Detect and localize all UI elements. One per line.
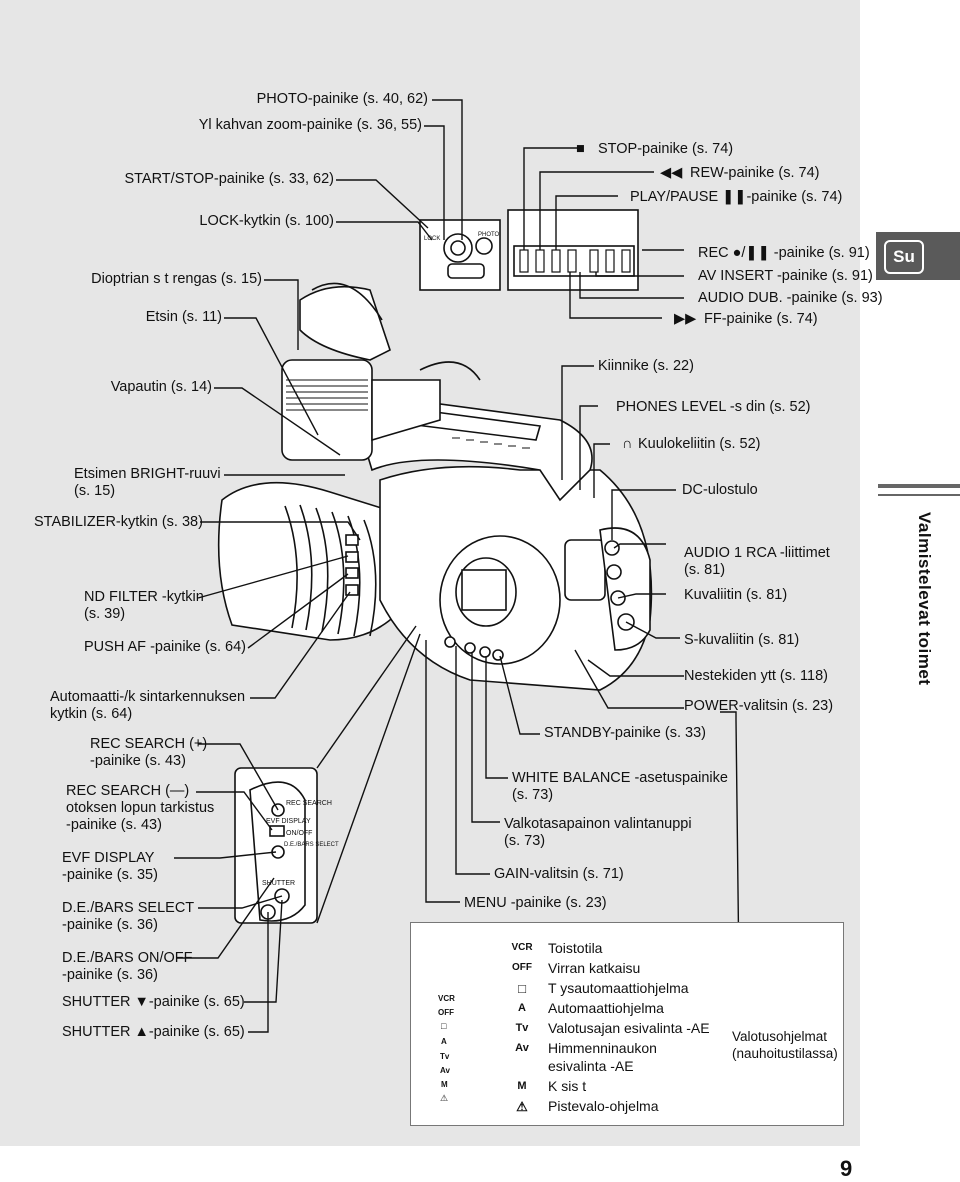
mode-label: Himmenninaukon [548, 1040, 657, 1056]
power-tag: POWER [482, 1024, 509, 1031]
callout-bright-page: (s. 15) [74, 483, 116, 499]
callout-rew-icon: ◀◀ [660, 165, 683, 181]
callout-de-bars-onoff-page: -painike (s. 36) [62, 967, 158, 983]
panel-label-on-off: ON/OFF [286, 830, 313, 837]
section-title: Valmistelevat toimet [915, 512, 934, 686]
callout-autofocus-page: kytkin (s. 64) [50, 706, 133, 722]
callout-standby: STANDBY-painike (s. 33) [544, 725, 706, 741]
callout-bright: Etsimen BRIGHT-ruuvi [74, 466, 221, 482]
callout-lock: LOCK-kytkin (s. 100) [199, 213, 334, 229]
mode-symbol: ⚠ [516, 1099, 528, 1114]
leader-lines [174, 99, 741, 1061]
callout-start-stop: START/STOP-painike (s. 33, 62) [124, 171, 334, 187]
callout-audio-rca-page: (s. 81) [684, 562, 726, 578]
headphone-icon: ∩ [622, 436, 633, 452]
dial-vcr: VCR [438, 994, 455, 1003]
panel-label-photo: PHOTO [478, 232, 500, 238]
callout-photo: PHOTO-painike (s. 40, 62) [256, 91, 428, 107]
callout-nd-filter-page: (s. 39) [84, 606, 126, 622]
callout-dioptre: Dioptrian s t rengas (s. 15) [91, 271, 262, 287]
panel-label-evf-display: EVF DISPLAY [266, 818, 311, 825]
panel-label-shutter: SHUTTER [262, 880, 296, 887]
mode-label: esivalinta -AE [548, 1058, 634, 1074]
program-group-label: Valotusohjelmat (nauhoitustilassa) [732, 1028, 838, 1062]
panel-label-rec-search: REC SEARCH [286, 800, 332, 807]
callout-de-bars-onoff: D.E./BARS ON/OFF [62, 950, 193, 966]
callout-vapautin: Vapautin (s. 14) [110, 379, 212, 395]
mode-label: Automaattiohjelma [548, 1000, 664, 1016]
mode-symbol: Av [515, 1042, 529, 1054]
page-number: 9 [840, 1156, 853, 1181]
mode-symbol: OFF [512, 962, 532, 973]
callout-de-bars-select: D.E./BARS SELECT [62, 900, 195, 916]
callout-rec-search-minus: REC SEARCH (—) [66, 783, 190, 799]
callout-white-balance: WHITE BALANCE -asetuspainike [512, 770, 728, 786]
callout-rec-pause: REC ●/❚❚ -painike (s. 91) [698, 245, 870, 261]
callout-menu: MENU -painike (s. 23) [464, 895, 607, 911]
callout-push-af: PUSH AF -painike (s. 64) [84, 639, 246, 655]
mode-symbol: VCR [511, 942, 533, 953]
dial-tv: Tv [440, 1052, 450, 1061]
callout-stop-icon: ■ [576, 141, 585, 157]
callout-rec-search-plus-page: -painike (s. 43) [90, 753, 186, 769]
callout-phones-level: PHONES LEVEL -s din (s. 52) [616, 399, 811, 415]
side-rule [878, 494, 960, 496]
callout-evf-display: EVF DISPLAY [62, 850, 155, 866]
callout-stop: STOP-painike (s. 74) [598, 141, 734, 157]
callout-ff-icon: ▶▶ [674, 311, 697, 327]
callout-de-bars-select-page: -painike (s. 36) [62, 917, 158, 933]
side-rule [878, 484, 960, 488]
callout-shutter-up: SHUTTER ▲-painike (s. 65) [62, 1024, 245, 1040]
mode-label: Toistotila [548, 940, 603, 956]
dial-m: M [441, 1080, 448, 1089]
mode-symbol: □ [518, 981, 526, 996]
mode-label: Pistevalo-ohjelma [548, 1098, 659, 1114]
callout-rec-search-minus-page: -painike (s. 43) [66, 817, 162, 833]
callout-stabilizer: STABILIZER-kytkin (s. 38) [34, 514, 203, 530]
callout-rew: REW-painike (s. 74) [690, 165, 820, 181]
callout-etsin: Etsin (s. 11) [145, 309, 222, 325]
callout-audio-rca: AUDIO 1 RCA -liittimet [684, 545, 830, 561]
dial-av: Av [440, 1066, 450, 1075]
mode-label: T ysautomaattiohjelma [548, 980, 689, 996]
callout-kuulokeliitin: Kuulokeliitin (s. 52) [638, 436, 761, 452]
callout-autofocus: Automaatti-/k sintarkennuksen [50, 689, 246, 705]
callout-av-insert: AV INSERT -painike (s. 91) [698, 268, 873, 284]
callout-dc-ulostulo: DC-ulostulo [682, 482, 758, 498]
panel-label-lock: LOCK [424, 236, 441, 242]
program-group-title: Valotusohjelmat [732, 1029, 828, 1044]
program-group-subtitle: (nauhoitustilassa) [732, 1046, 838, 1061]
callout-kiinnike: Kiinnike (s. 22) [598, 358, 694, 374]
callout-s-kuvaliitin: S-kuvaliitin (s. 81) [684, 632, 800, 648]
mode-symbol: Tv [515, 1022, 529, 1034]
callout-kuvaliitin: Kuvaliitin (s. 81) [684, 587, 788, 603]
panel-label-de-bars: D.E./BARS SELECT [284, 842, 339, 848]
mode-label: Valotusajan esivalinta -AE [548, 1020, 710, 1036]
dial-full-auto: □ [441, 1021, 447, 1031]
dial-a: A [441, 1037, 447, 1046]
callout-gain: GAIN-valitsin (s. 71) [494, 866, 624, 882]
callout-ff: FF-painike (s. 74) [704, 311, 818, 327]
callout-white-balance-page: (s. 73) [512, 787, 554, 803]
callout-rec-search-minus-desc: otoksen lopun tarkistus [66, 800, 215, 816]
callout-valkotasapaino: Valkotasapainon valintanuppi [504, 816, 692, 832]
dial-off: OFF [438, 1008, 454, 1017]
callout-evf-display-page: -painike (s. 35) [62, 867, 158, 883]
dial-spotlight: ⚠ [440, 1093, 449, 1103]
language-badge: Su [884, 240, 924, 274]
mode-label: Virran katkaisu [548, 960, 641, 976]
mode-symbol: M [517, 1080, 527, 1092]
callout-zoom: Yl kahvan zoom-painike (s. 36, 55) [198, 117, 422, 133]
callout-rec-search-plus: REC SEARCH (+) [90, 736, 208, 752]
callout-audio-dub: AUDIO DUB. -painike (s. 93) [698, 290, 883, 306]
callout-valkotasapaino-page: (s. 73) [504, 833, 546, 849]
callout-power: POWER-valitsin (s. 23) [684, 698, 834, 714]
mode-symbol: A [518, 1002, 526, 1014]
callout-shutter-down: SHUTTER ▼-painike (s. 65) [62, 994, 245, 1010]
callout-nestekide: Nestekiden ytt (s. 118) [684, 668, 828, 684]
mode-label: K sis t [548, 1078, 587, 1094]
callout-play-pause: PLAY/PAUSE ❚❚-painike (s. 74) [630, 189, 843, 205]
callout-nd-filter: ND FILTER -kytkin [84, 589, 204, 605]
mode-legend-box [410, 922, 844, 1126]
